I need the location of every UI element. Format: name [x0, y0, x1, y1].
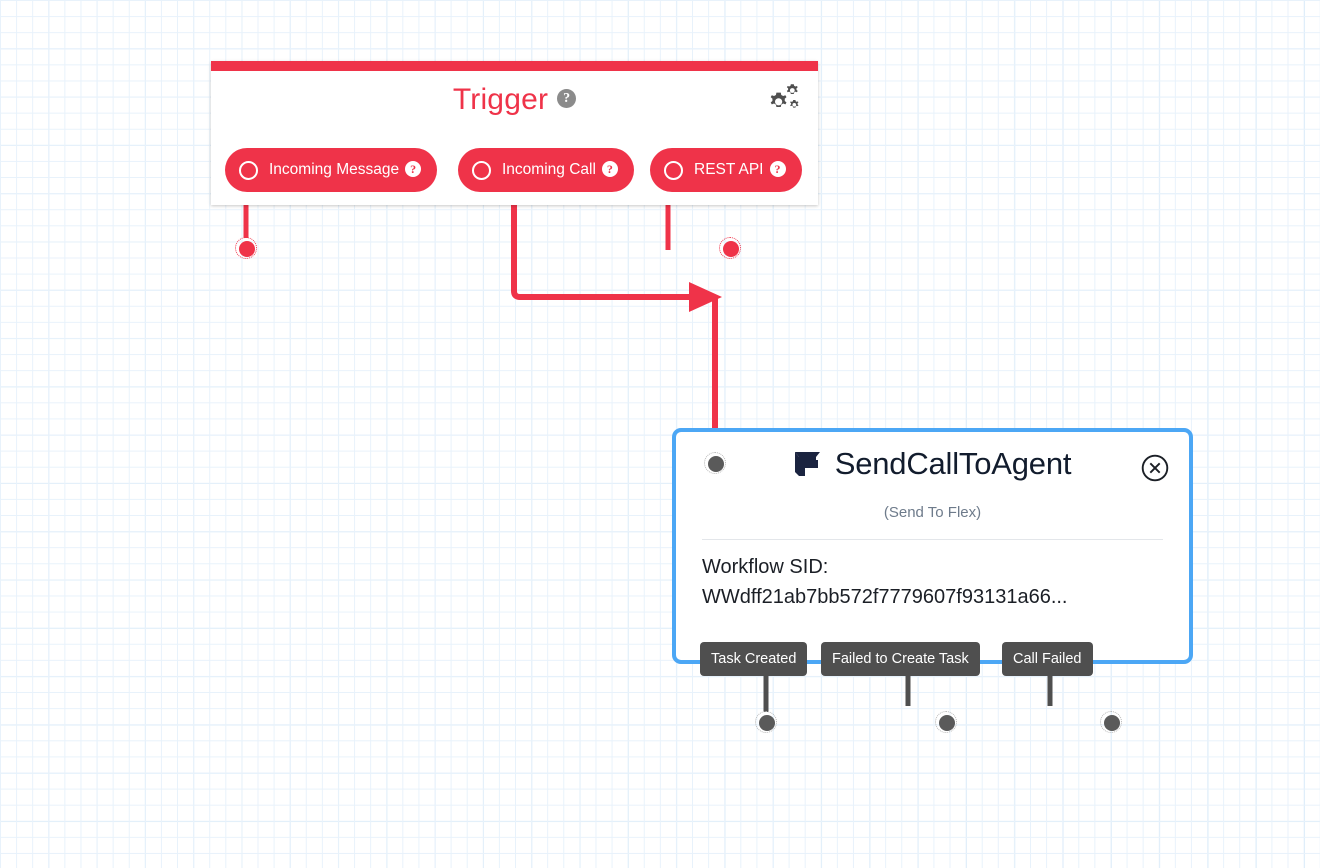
output-label-call-failed[interactable]: Call Failed	[1002, 642, 1093, 676]
wire-arrowhead-icon	[689, 282, 722, 312]
trigger-pill-label: Incoming Message	[269, 161, 400, 178]
trigger-pill-help-icon[interactable]: ?	[601, 161, 618, 177]
widget-properties: Workflow SID: WWdff21ab7bb572f7779607f93…	[676, 540, 1189, 612]
trigger-pill-incoming-call[interactable]: Incoming Call ?	[458, 148, 634, 192]
trigger-help-icon[interactable]: ?	[557, 88, 577, 108]
gear-icon[interactable]	[764, 82, 802, 116]
widget-header: SendCallToAgent	[676, 432, 1189, 494]
widget-divider	[702, 539, 1163, 540]
output-label-task-created[interactable]: Task Created	[700, 642, 808, 676]
widget-subtitle: (Send To Flex)	[883, 504, 982, 521]
radio-empty-icon	[472, 160, 491, 180]
output-label-text: Failed to Create Task	[832, 651, 969, 667]
connector-dot-call-failed[interactable]	[1100, 711, 1122, 733]
connector-dot-fill	[708, 456, 724, 472]
close-icon[interactable]	[1141, 454, 1169, 482]
property-value: WWdff21ab7bb572f7779607f93131a66...	[702, 586, 1068, 608]
output-label-text: Task Created	[711, 651, 797, 667]
output-label-text: Call Failed	[1013, 651, 1082, 667]
trigger-pill-label: Incoming Call	[502, 161, 596, 178]
connector-dot-incoming-message[interactable]	[235, 237, 257, 259]
wire-incoming-call-to-sendcalltoagent	[511, 192, 690, 300]
trigger-pill-help-icon[interactable]: ?	[769, 161, 786, 177]
trigger-widget-accent-bar	[211, 61, 818, 71]
connector-dot-fill	[1104, 715, 1120, 731]
widget-title: SendCallToAgent	[834, 446, 1072, 481]
radio-empty-icon	[239, 160, 258, 180]
widget-title-row: SendCallToAgent	[676, 446, 1189, 482]
radio-empty-icon	[664, 160, 683, 180]
trigger-pill-incoming-message[interactable]: Incoming Message ?	[225, 148, 438, 192]
output-label-failed-to-create-task[interactable]: Failed to Create Task	[821, 642, 980, 676]
page-title: Trigger	[452, 83, 549, 116]
trigger-title-row: Trigger?	[211, 83, 818, 117]
widget-input-connector-dot[interactable]	[704, 452, 726, 474]
send-call-to-agent-widget[interactable]: SendCallToAgent (Send To Flex) Workflow …	[672, 428, 1193, 664]
connector-dot-fill	[723, 241, 739, 257]
trigger-pill-rest-api[interactable]: REST API ?	[650, 148, 802, 192]
connector-dot-rest-api[interactable]	[719, 237, 741, 259]
trigger-pill-label: REST API	[694, 161, 764, 178]
twilio-flex-logo-icon	[794, 452, 820, 476]
connector-dot-fill	[939, 715, 955, 731]
connector-dot-fill	[759, 715, 775, 731]
connector-dot-task-created[interactable]	[755, 711, 777, 733]
connector-dot-failed-to-create-task[interactable]	[935, 711, 957, 733]
property-label: Workflow SID:	[702, 556, 829, 578]
trigger-pill-help-icon[interactable]: ?	[405, 161, 422, 177]
connector-dot-fill	[239, 241, 255, 257]
